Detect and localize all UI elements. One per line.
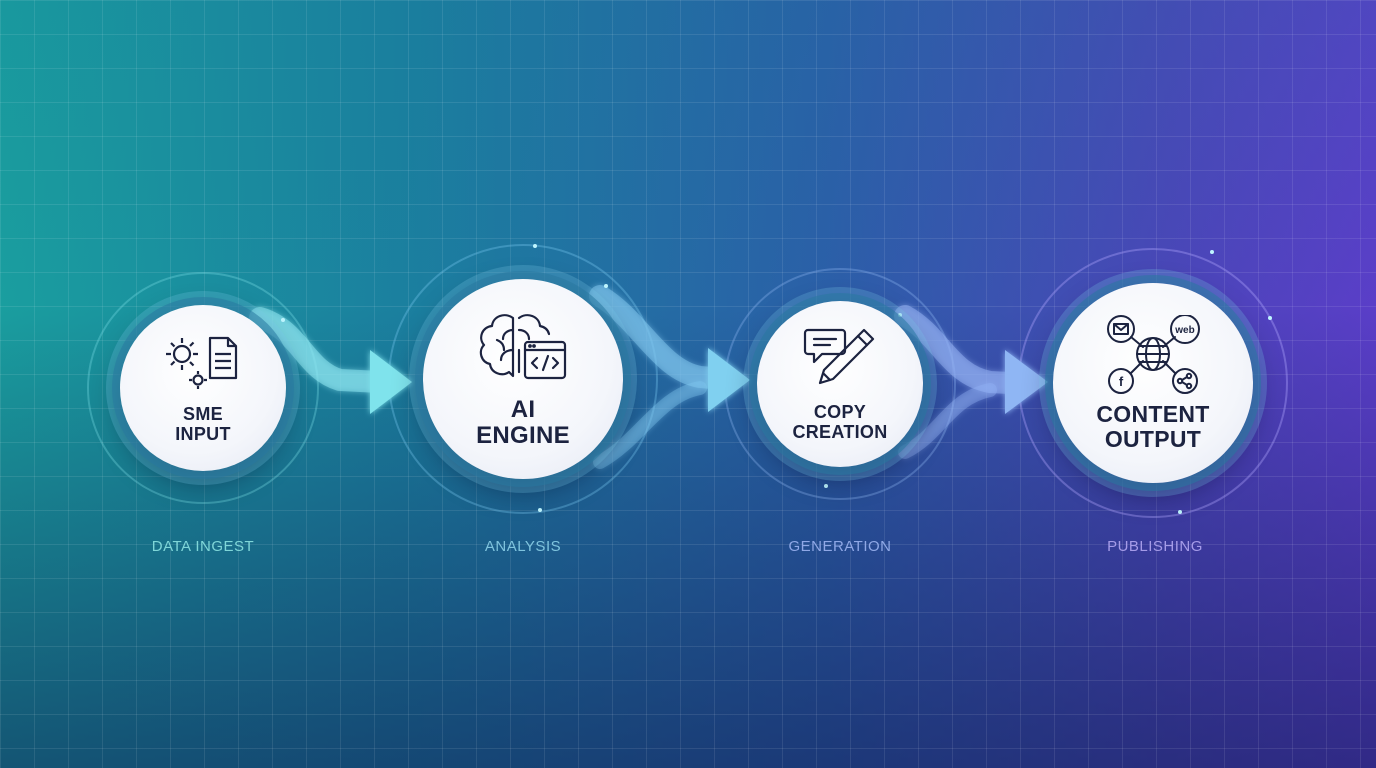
step-title: AI ENGINE bbox=[476, 395, 570, 449]
flow-band-3 bbox=[894, 305, 1021, 394]
arrow-1 bbox=[370, 350, 412, 414]
ring-outer-1 bbox=[87, 272, 319, 504]
step-title: COPY CREATION bbox=[792, 402, 888, 442]
step-title: SME INPUT bbox=[175, 404, 231, 444]
stage-label-publishing: PUBLISHING bbox=[1107, 538, 1203, 555]
stage-label-analysis: ANALYSIS bbox=[484, 538, 562, 555]
facebook-node-icon bbox=[1108, 367, 1134, 394]
arrow-3 bbox=[1005, 350, 1048, 414]
chat-pencil-icon bbox=[802, 326, 878, 397]
globe-network-icon: web f bbox=[1105, 313, 1201, 400]
step-node-sme-input: SME INPUT bbox=[120, 305, 286, 471]
stage-label-generation: GENERATION bbox=[788, 538, 892, 555]
gears-document-icon bbox=[162, 332, 244, 397]
brain-code-icon bbox=[475, 310, 571, 391]
step-node-copy-creation: COPY CREATION bbox=[757, 301, 923, 467]
step-title: CONTENT OUTPUT bbox=[1096, 400, 1210, 452]
flow-band-3b bbox=[898, 383, 997, 459]
share-node-icon bbox=[1172, 367, 1198, 394]
arrow-2 bbox=[708, 348, 750, 412]
flow-band-1 bbox=[249, 307, 391, 393]
stage-label-data-ingest: DATA INGEST bbox=[151, 538, 255, 555]
flow-band-2b bbox=[593, 381, 707, 469]
step-node-ai-engine: AI ENGINE bbox=[423, 279, 623, 479]
step-node-content-output: web f CONTENT OUTPUT bbox=[1053, 283, 1253, 483]
flow-band-2 bbox=[589, 285, 723, 389]
svg-text:web: web bbox=[1174, 325, 1194, 336]
svg-text:f: f bbox=[1119, 374, 1124, 389]
mail-node-icon bbox=[1107, 314, 1135, 343]
web-node-icon bbox=[1170, 313, 1200, 344]
